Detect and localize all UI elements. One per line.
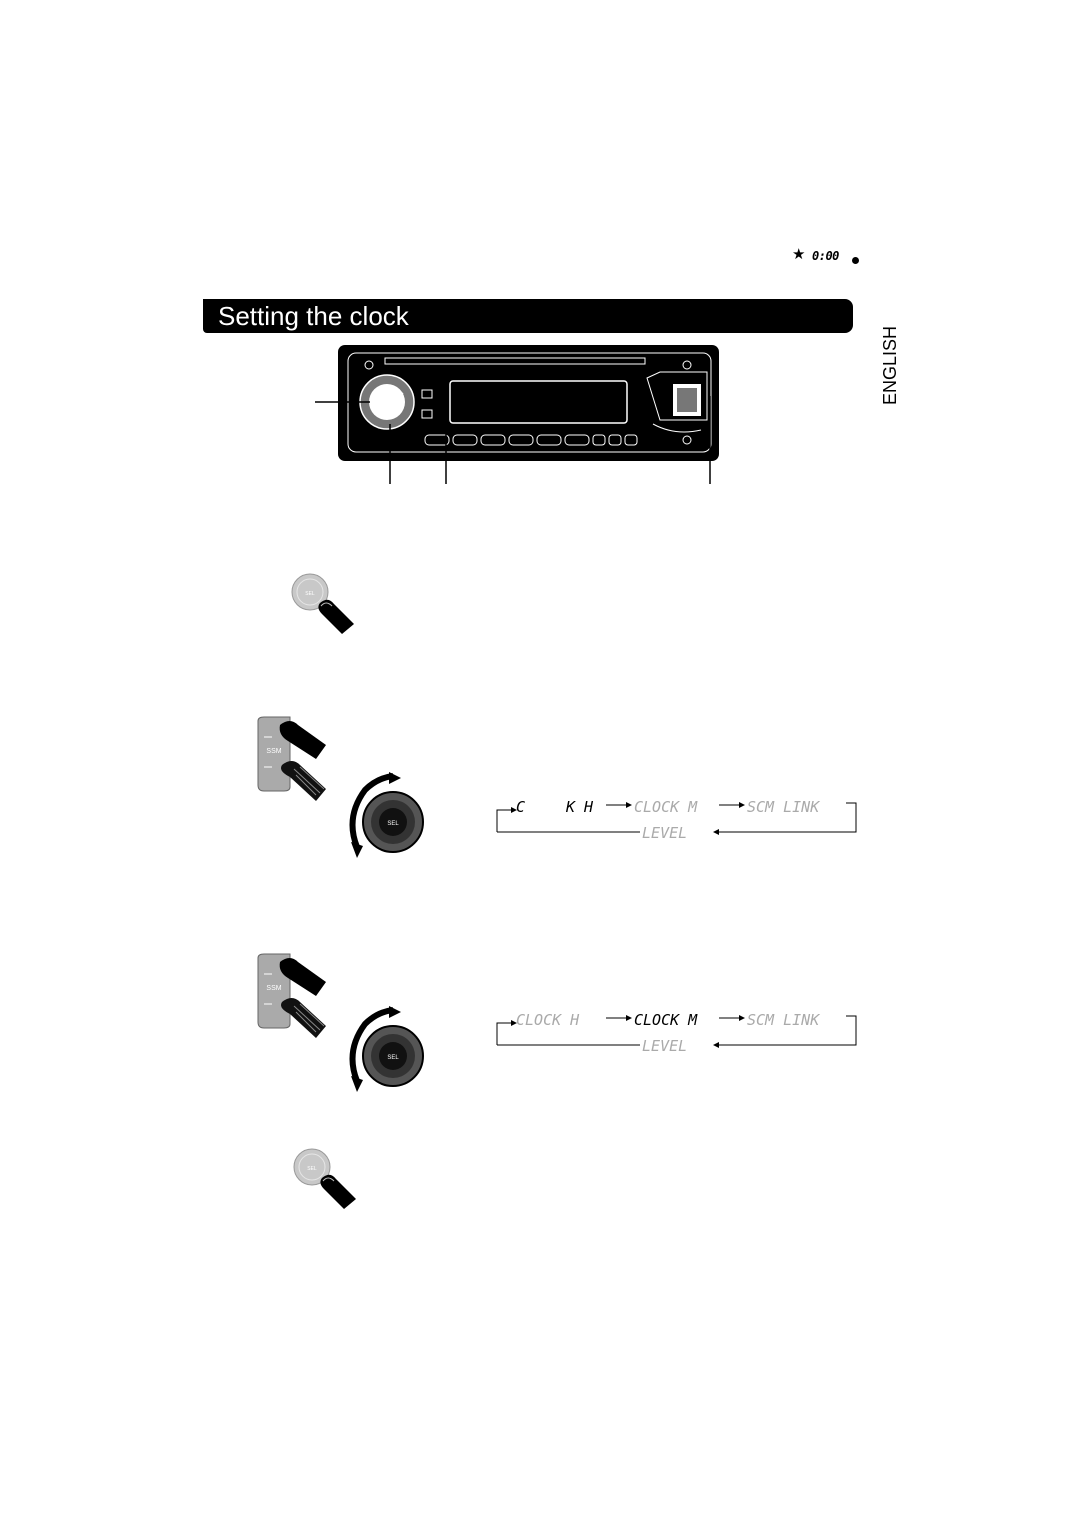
rotate-control-dial-illustration-2: SEL (349, 1006, 424, 1092)
svg-text:SCM LINK: SCM LINK (747, 1011, 820, 1029)
svg-text:SCM LINK: SCM LINK (747, 798, 820, 816)
clock-digits: 0:00 (812, 249, 839, 263)
clock-indicator: ★ 0:00 (790, 246, 870, 270)
press-ssm-buttons-illustration: SSM (257, 716, 326, 801)
setting-sequence-2: CLOCK H CLOCK M SCM LINK LEVEL (496, 1011, 857, 1055)
svg-text:CLOCK H: CLOCK H (516, 1011, 580, 1029)
svg-text:C: C (516, 798, 525, 816)
setting-sequence-1: C K H CLOCK M SCM LINK LEVEL (496, 798, 857, 842)
svg-text:LEVEL: LEVEL (642, 824, 687, 842)
section-title: Setting the clock (218, 301, 409, 331)
press-sel-button-illustration: SEL (291, 573, 354, 634)
svg-text:SEL: SEL (387, 821, 399, 827)
svg-text:LEVEL: LEVEL (642, 1037, 687, 1055)
svg-text:SEL: SEL (305, 591, 315, 597)
press-sel-button-illustration-2: SEL (293, 1148, 356, 1209)
svg-text:SSM: SSM (266, 748, 281, 755)
press-ssm-buttons-illustration-2: SSM (257, 953, 326, 1038)
language-label: ENGLISH (880, 325, 901, 405)
svg-text:CLOCK M: CLOCK M (634, 1011, 698, 1029)
star-icon: ★ (792, 246, 806, 263)
svg-text:SSM: SSM (266, 985, 281, 992)
dot-icon (852, 257, 859, 264)
svg-text:K H: K H (565, 798, 594, 816)
svg-text:SEL: SEL (387, 1055, 399, 1061)
svg-text:CLOCK M: CLOCK M (634, 798, 698, 816)
car-stereo-panel-illustration (315, 345, 719, 484)
svg-text:SEL: SEL (307, 1166, 317, 1172)
section-title-bar: Setting the clock (203, 299, 853, 333)
rotate-control-dial-illustration: SEL (349, 772, 424, 858)
language-tab: ENGLISH (866, 325, 916, 404)
